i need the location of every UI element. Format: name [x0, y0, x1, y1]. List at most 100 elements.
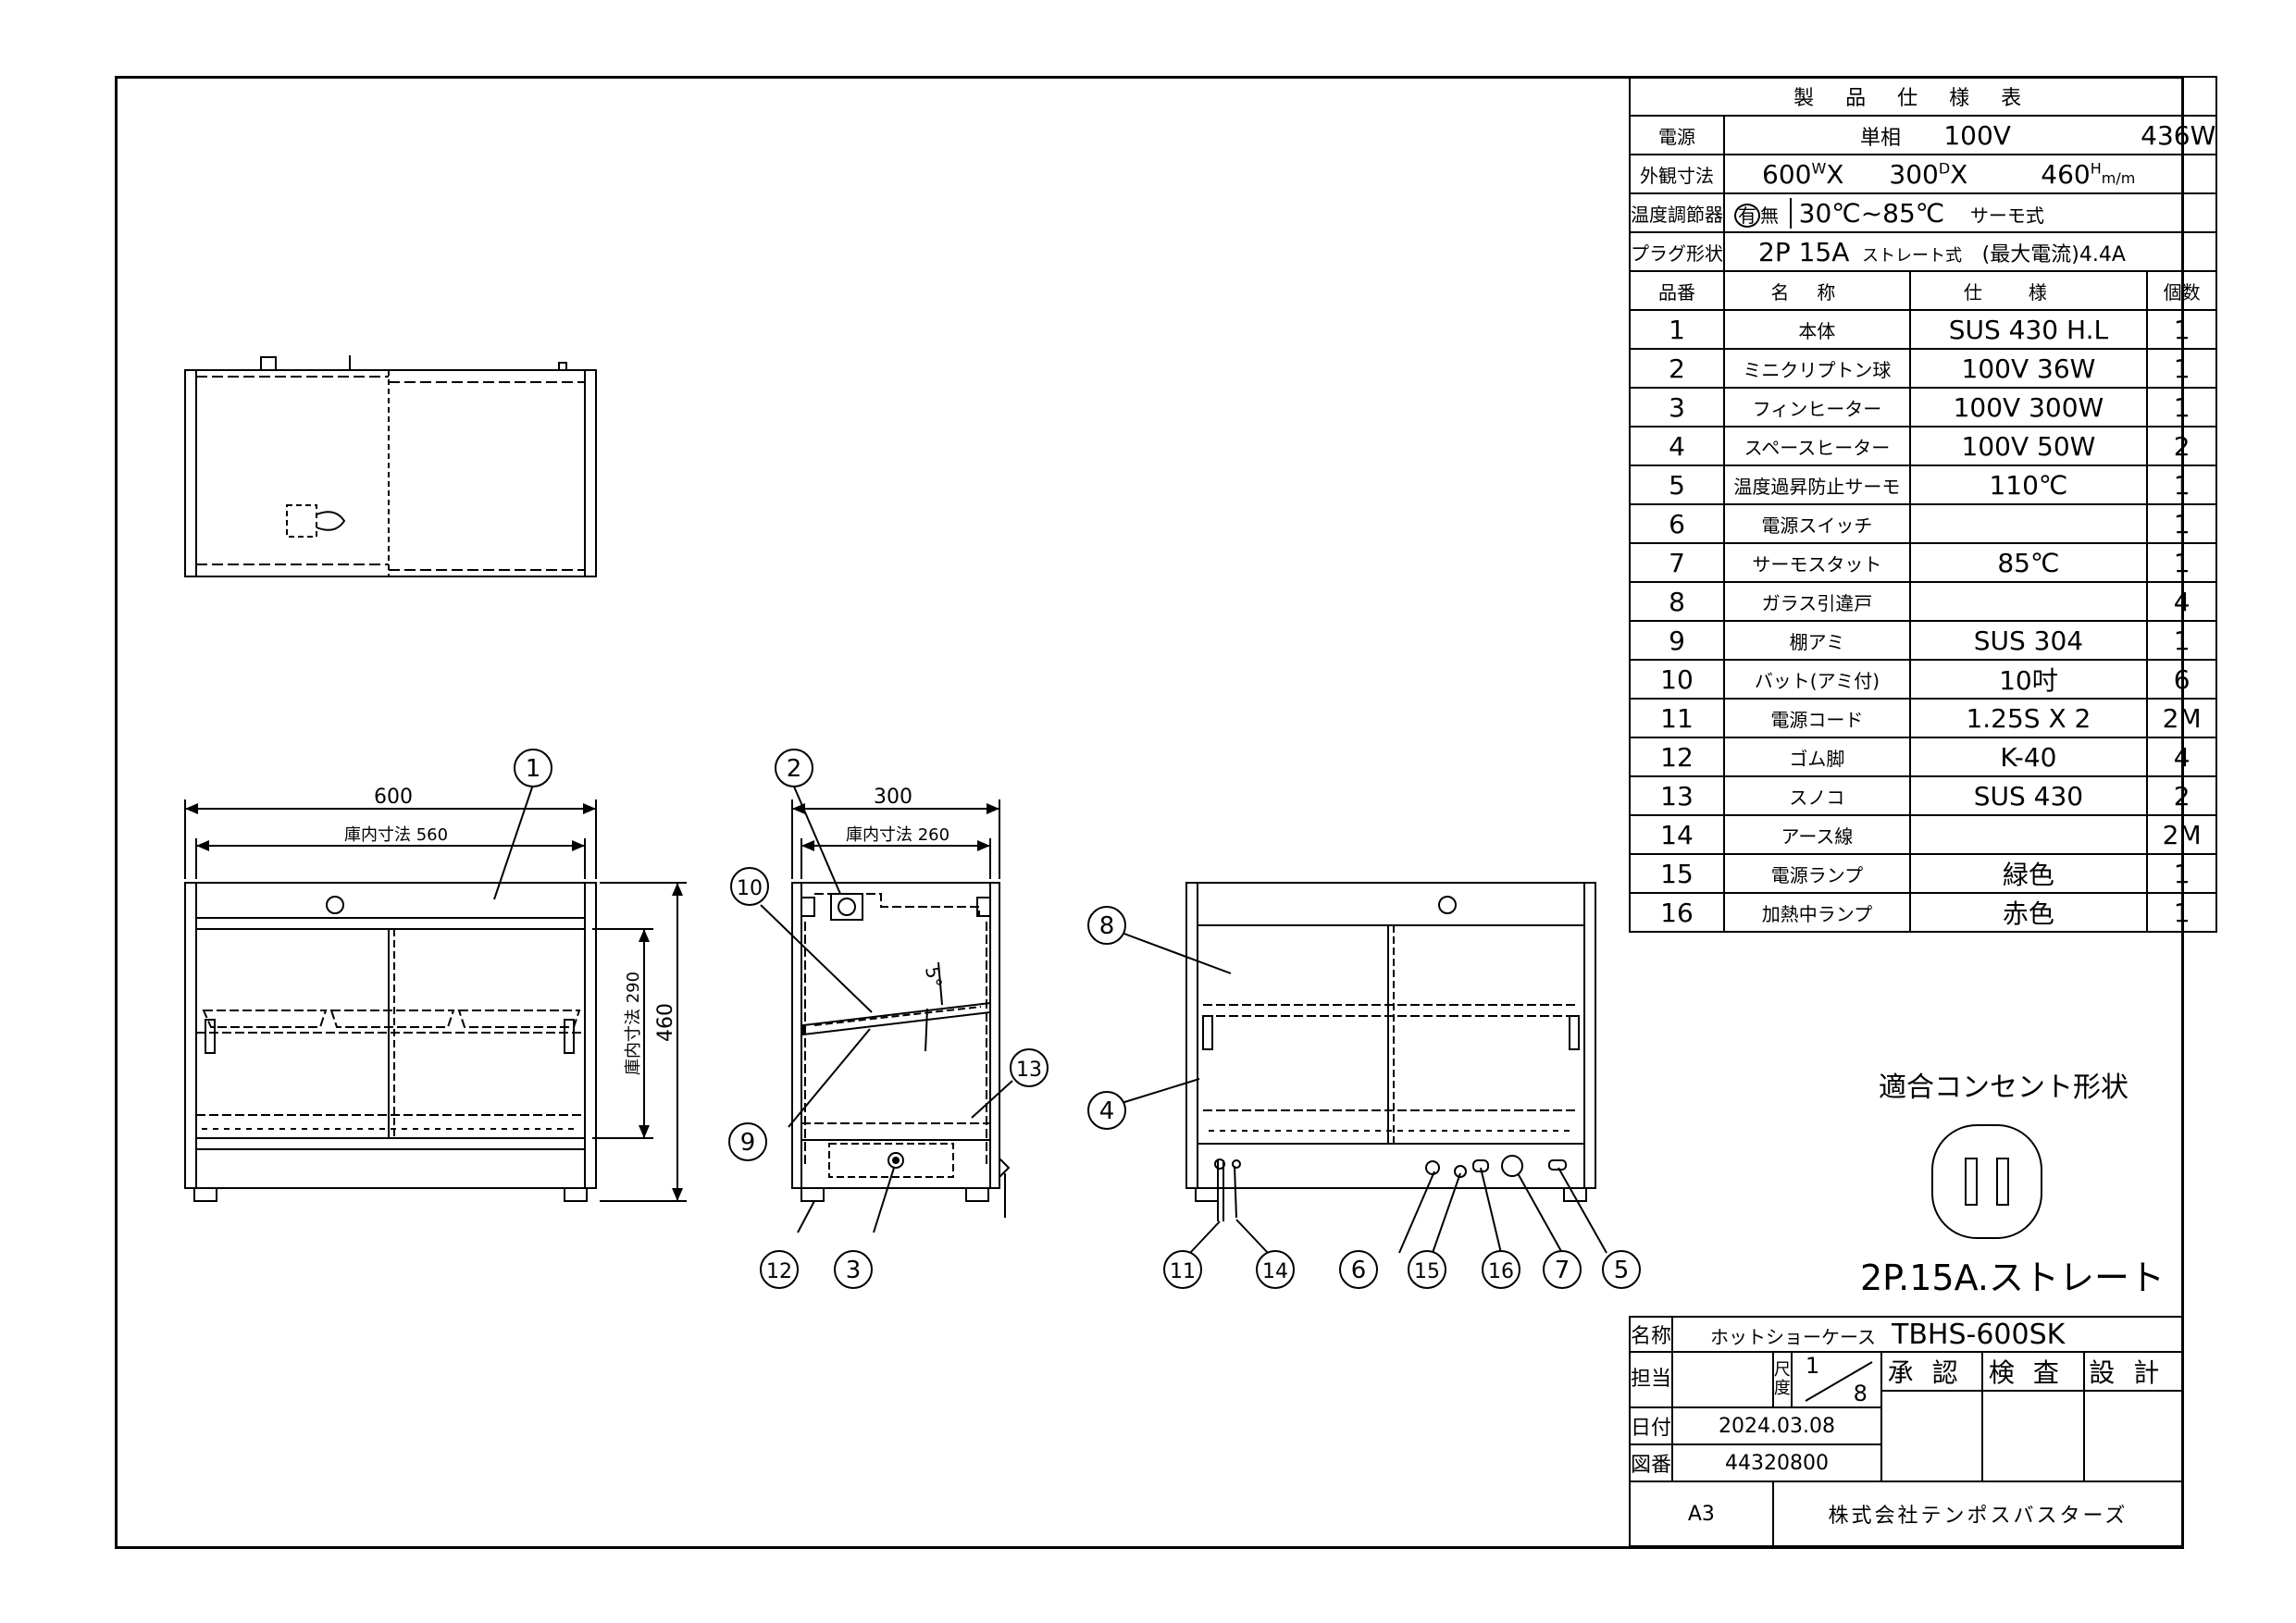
scale-denominator: 8: [1853, 1381, 1868, 1406]
part-no: 9: [1629, 620, 1725, 661]
front-view: [184, 784, 687, 1202]
callout-13: 13: [1010, 1048, 1049, 1087]
part-name: ゴム脚: [1723, 737, 1911, 777]
front-width-dim: 600: [374, 786, 413, 809]
part-name: フィンヒーター: [1723, 387, 1911, 427]
part-qty: 1: [2145, 387, 2218, 427]
callout-4: 4: [1087, 1091, 1126, 1130]
power-wattage: 436W: [2141, 119, 2216, 151]
part-name: 温度過昇防止サーモ: [1723, 465, 1911, 505]
part-no: 15: [1629, 853, 1725, 894]
callout-number: 16: [1488, 1260, 1514, 1283]
part-qty: 2M: [2145, 814, 2218, 855]
scale-value: 1 8: [1790, 1351, 1882, 1408]
part-spec: SUS 430 H.L: [1908, 309, 2148, 350]
callout-number: 7: [1555, 1257, 1570, 1284]
part-spec: 100V 300W: [1908, 387, 2148, 427]
part-no: 6: [1629, 503, 1725, 544]
design-label: 設計: [2082, 1351, 2185, 1392]
part-no: 8: [1629, 581, 1725, 622]
part-name: 電源コード: [1723, 698, 1911, 738]
callout-10: 10: [730, 867, 769, 906]
part-no: 7: [1629, 542, 1725, 583]
callout-9: 9: [728, 1122, 767, 1161]
tilt-angle-dim: 5°: [921, 965, 947, 990]
part-qty: 1: [2145, 892, 2218, 933]
part-qty: 2: [2145, 775, 2218, 816]
front-inner-height-dim: 庫内寸法 290: [624, 972, 643, 1075]
part-spec: 赤色: [1908, 892, 2148, 933]
thermostat-range: 30℃~85℃: [1789, 197, 1944, 229]
side-depth-dim: 300: [874, 786, 912, 809]
callout-number: 1: [526, 755, 541, 783]
plug-value: 2P 15A: [1758, 236, 1850, 267]
col-name: 名称: [1723, 270, 1911, 311]
sheet-size: A3: [1629, 1481, 1774, 1547]
inspect-label: 検査: [1981, 1351, 2085, 1392]
part-name: 電源スイッチ: [1723, 503, 1911, 544]
thermostat-absent: 無: [1760, 204, 1779, 227]
part-spec: 緑色: [1908, 853, 2148, 894]
callout-number: 15: [1414, 1260, 1440, 1283]
part-spec: 85℃: [1908, 542, 2148, 583]
scale-label: 尺度: [1771, 1351, 1793, 1408]
product-name: ホットショーケース: [1710, 1325, 1877, 1348]
model-number: TBHS-600SK: [1892, 1318, 2066, 1351]
approve-stamp: [1880, 1390, 1984, 1482]
power-voltage: 100V: [1943, 119, 2011, 151]
spec-title: 製品仕様表: [1628, 76, 2218, 117]
part-no: 16: [1629, 892, 1725, 933]
callout-15: 15: [1408, 1250, 1446, 1289]
title-block: 名称 ホットショーケース TBHS-600SK 担当 尺度 1 8 承認 検査 …: [1628, 1316, 2185, 1547]
part-name: バット(アミ付): [1723, 659, 1911, 700]
part-spec: [1908, 581, 2148, 622]
callout-8: 8: [1087, 906, 1126, 945]
part-no: 13: [1629, 775, 1725, 816]
drafter-label: 担当: [1628, 1351, 1674, 1408]
callout-14: 14: [1256, 1250, 1295, 1289]
thermostat-label: 温度調節器: [1629, 192, 1725, 233]
callout-number: 3: [846, 1257, 862, 1284]
col-no: 品番: [1629, 270, 1725, 311]
col-qty: 個数: [2145, 270, 2218, 311]
part-no: 1: [1629, 309, 1725, 350]
callout-2: 2: [775, 749, 813, 787]
callout-1: 1: [514, 749, 552, 787]
callout-16: 16: [1482, 1250, 1520, 1289]
part-name: スペースヒーター: [1723, 426, 1911, 466]
dimensions-label: 外観寸法: [1629, 154, 1725, 194]
thermostat-present: 有: [1734, 203, 1760, 228]
callout-number: 14: [1262, 1260, 1288, 1283]
callout-12: 12: [760, 1250, 799, 1289]
outlet-symbol: [1931, 1124, 2042, 1239]
callout-number: 8: [1099, 912, 1115, 940]
part-qty: 1: [2145, 503, 2218, 544]
plug-type: ストレート式: [1862, 245, 1963, 266]
part-no: 12: [1629, 737, 1725, 777]
part-name: 棚アミ: [1723, 620, 1911, 661]
approve-label: 承認: [1880, 1351, 1984, 1392]
top-view: [184, 355, 597, 577]
dim-d-sup: D: [1938, 159, 1951, 178]
callout-number: 6: [1351, 1257, 1367, 1284]
plug-label: プラグ形状: [1629, 231, 1725, 272]
callout-3: 3: [834, 1250, 873, 1289]
parts-header-row: 品番 名称 仕様 個数: [1629, 270, 2218, 311]
plug-max-current: (最大電流)4.4A: [1981, 242, 2126, 266]
part-qty: 1: [2145, 309, 2218, 350]
part-no: 5: [1629, 465, 1725, 505]
callout-number: 2: [787, 755, 802, 783]
dim-h-sup: H: [2090, 159, 2102, 178]
part-spec: 10吋: [1908, 659, 2148, 700]
